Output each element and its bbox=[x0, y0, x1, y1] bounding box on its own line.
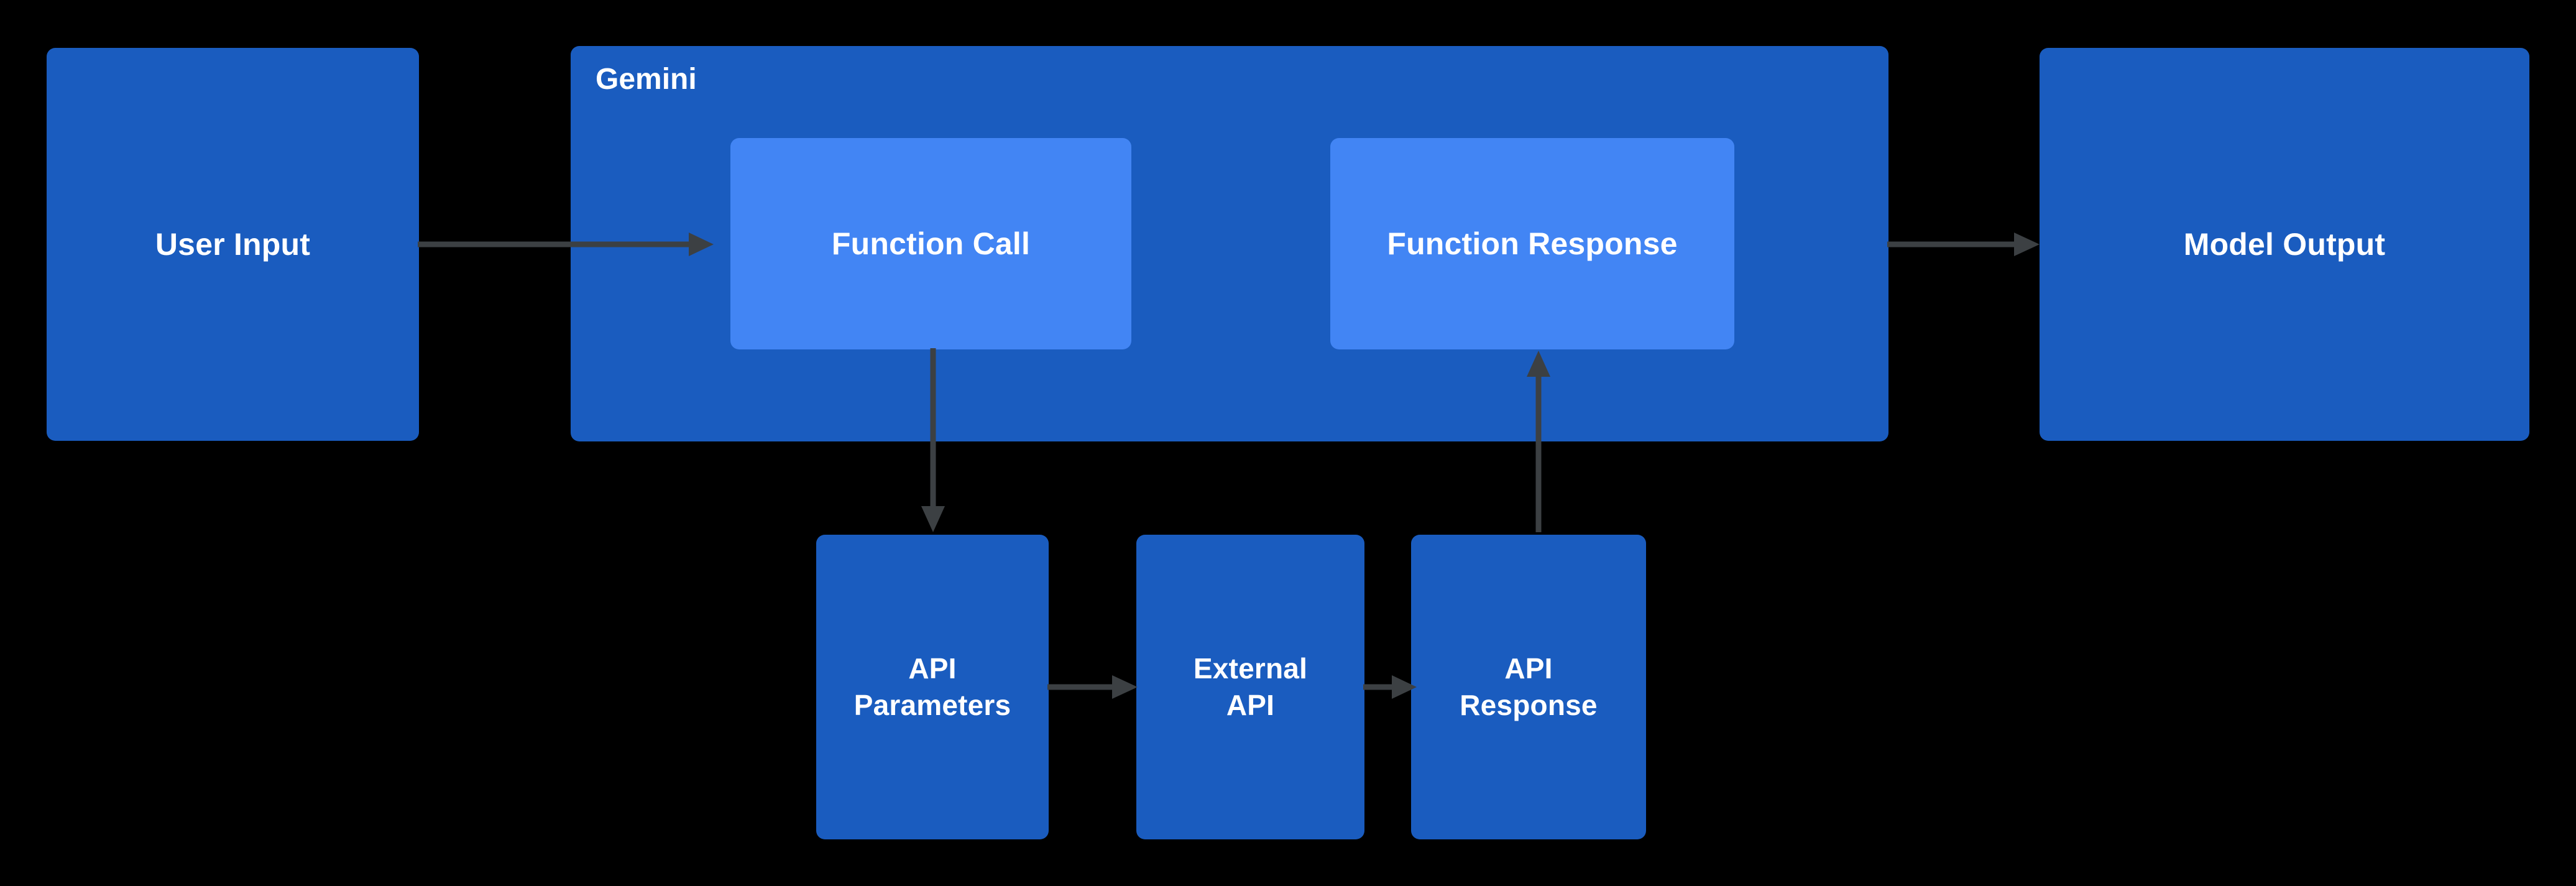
node-function-call-label: Function Call bbox=[831, 226, 1031, 261]
node-external-api-label: External API bbox=[1194, 650, 1307, 724]
node-function-response-label: Function Response bbox=[1387, 226, 1678, 261]
node-user-input[interactable]: User Input bbox=[47, 48, 419, 441]
group-gemini-label: Gemini bbox=[596, 63, 697, 96]
edge-function-call-to-api-parameters bbox=[919, 348, 947, 535]
node-model-output[interactable]: Model Output bbox=[2040, 48, 2529, 441]
node-function-response[interactable]: Function Response bbox=[1330, 138, 1734, 349]
node-external-api[interactable]: External API bbox=[1136, 535, 1364, 839]
node-external-api-label-line1: External bbox=[1193, 652, 1308, 685]
node-external-api-label-line2: API bbox=[1226, 689, 1275, 721]
node-api-parameters-label: API Parameters bbox=[854, 650, 1011, 724]
node-api-response-label: API Response bbox=[1460, 650, 1597, 724]
node-api-response[interactable]: API Response bbox=[1411, 535, 1646, 839]
edge-external-api-to-api-response bbox=[1363, 673, 1419, 701]
edge-api-response-to-function-response bbox=[1524, 348, 1553, 535]
node-function-call[interactable]: Function Call bbox=[730, 138, 1131, 349]
edge-function-response-to-model-output bbox=[1887, 230, 2043, 259]
node-model-output-label: Model Output bbox=[2183, 227, 2386, 262]
edge-user-input-to-function-call bbox=[418, 230, 716, 259]
node-api-parameters-label-line2: Parameters bbox=[853, 689, 1011, 721]
node-api-parameters[interactable]: API Parameters bbox=[816, 535, 1049, 839]
node-api-response-label-line1: API bbox=[1504, 652, 1553, 685]
node-api-response-label-line2: Response bbox=[1460, 689, 1598, 721]
node-user-input-label: User Input bbox=[155, 227, 311, 262]
node-api-parameters-label-line1: API bbox=[908, 652, 957, 685]
edge-api-parameters-to-external-api bbox=[1047, 673, 1141, 701]
